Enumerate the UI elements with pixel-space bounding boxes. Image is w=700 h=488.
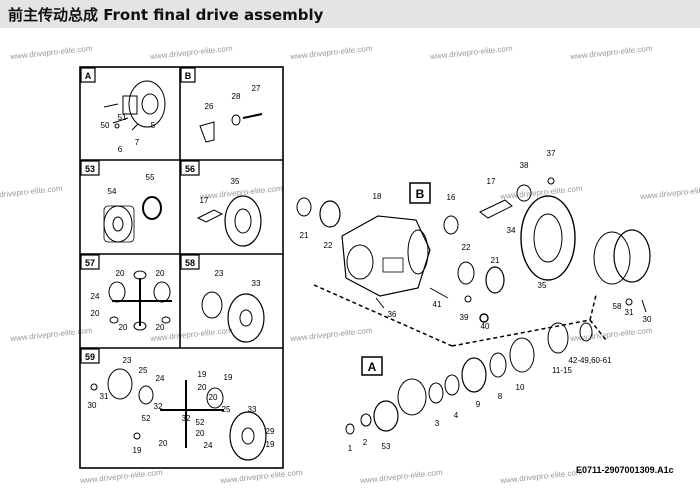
callout-letter: 58	[185, 258, 195, 268]
part-label: 27	[252, 84, 261, 93]
part-label: 28	[232, 92, 241, 101]
part-label: 39	[460, 313, 469, 322]
part-label: 10	[516, 383, 525, 392]
part-label: 50	[101, 121, 110, 130]
part-label: 4	[454, 411, 459, 420]
part-label: 33	[252, 279, 261, 288]
part-label: 54	[108, 187, 117, 196]
part-label: 53	[382, 442, 391, 451]
part-label: 20	[198, 383, 207, 392]
part-label: 29	[266, 427, 275, 436]
part-label: 24	[91, 292, 100, 301]
part-label: 34	[507, 226, 516, 235]
part-label: 22	[324, 241, 333, 250]
callout-marker-a: A	[368, 360, 377, 374]
part-label: 30	[88, 401, 97, 410]
part-label: 7	[135, 138, 140, 147]
part-label: 35	[538, 281, 547, 290]
part-label: 41	[433, 300, 442, 309]
part-label: 37	[547, 149, 556, 158]
part-label: 24	[156, 374, 165, 383]
part-label: 31	[625, 308, 634, 317]
part-label: 19	[266, 440, 275, 449]
part-label: 32	[154, 402, 163, 411]
part-label: 23	[123, 356, 132, 365]
part-label: 30	[643, 315, 652, 324]
callout-letter: A	[85, 71, 92, 81]
part-label: 19	[133, 446, 142, 455]
title-bar	[0, 0, 700, 28]
page-title: 前主传动总成 Front final drive assembly	[8, 6, 324, 24]
main-diagram: B A 21 22 18 16 17 38 37 34 22 21 35 36 …	[300, 149, 652, 453]
part-label: 20	[209, 393, 218, 402]
part-label: 55	[146, 173, 155, 182]
part-label: 58	[613, 302, 622, 311]
callout-box-58: 58 23 33	[180, 254, 261, 288]
callout-letter: 53	[85, 164, 95, 174]
callout-box-56: 56 17 35	[180, 160, 240, 205]
part-label: 20	[196, 429, 205, 438]
part-label: 2	[363, 438, 368, 447]
callout-letter: 57	[85, 258, 95, 268]
callout-letter: B	[185, 71, 192, 81]
part-label: 51	[118, 113, 127, 122]
part-label: 19	[198, 370, 207, 379]
part-label: 35	[231, 177, 240, 186]
part-label: 23	[215, 269, 224, 278]
part-label: 19	[224, 373, 233, 382]
part-label: 20	[91, 309, 100, 318]
part-label: 11-15	[552, 366, 572, 375]
part-label: 24	[204, 441, 213, 450]
part-label: 20	[156, 323, 165, 332]
callout-box-b: B 26 28 27	[180, 67, 261, 111]
callout-marker-b: B	[416, 187, 425, 201]
part-label: 33	[248, 405, 257, 414]
callout-letter: 56	[185, 164, 195, 174]
part-label: 20	[116, 269, 125, 278]
callout-letter: 59	[85, 352, 95, 362]
callout-box-53: 53 54 55	[80, 160, 155, 196]
part-label: 20	[119, 323, 128, 332]
part-label: 31	[100, 392, 109, 401]
part-label: 21	[300, 231, 309, 240]
part-label: 8	[498, 392, 503, 401]
part-label: 25	[139, 366, 148, 375]
part-label: 26	[205, 102, 214, 111]
part-label: 16	[447, 193, 456, 202]
part-label: 20	[156, 269, 165, 278]
part-label: 17	[487, 177, 496, 186]
part-label: 36	[388, 310, 397, 319]
figure-code: E0711-2907001309.A1c	[576, 465, 674, 475]
part-label: 32	[182, 414, 191, 423]
callout-box-59: 59 23 25 19 20 20 19 30 31 24 52 32 25 3…	[80, 348, 275, 455]
callout-box-a: A 50 51 6 7 5	[80, 67, 156, 154]
part-label: 20	[159, 439, 168, 448]
part-label: 52	[196, 418, 205, 427]
part-label: 42-49,60-61	[568, 356, 612, 365]
part-label: 6	[118, 145, 123, 154]
part-label: 38	[520, 161, 529, 170]
part-label: 17	[200, 196, 209, 205]
part-label: 9	[476, 400, 481, 409]
part-label: 5	[151, 121, 156, 130]
part-label: 22	[462, 243, 471, 252]
part-label: 40	[481, 322, 490, 331]
part-label: 18	[373, 192, 382, 201]
part-label: 21	[491, 256, 500, 265]
callout-box-57: 57 20 20 24 20 20 20	[80, 254, 165, 332]
part-label: 52	[142, 414, 151, 423]
part-label: 25	[222, 405, 231, 414]
part-label: 1	[348, 444, 353, 453]
part-label: 3	[435, 419, 440, 428]
